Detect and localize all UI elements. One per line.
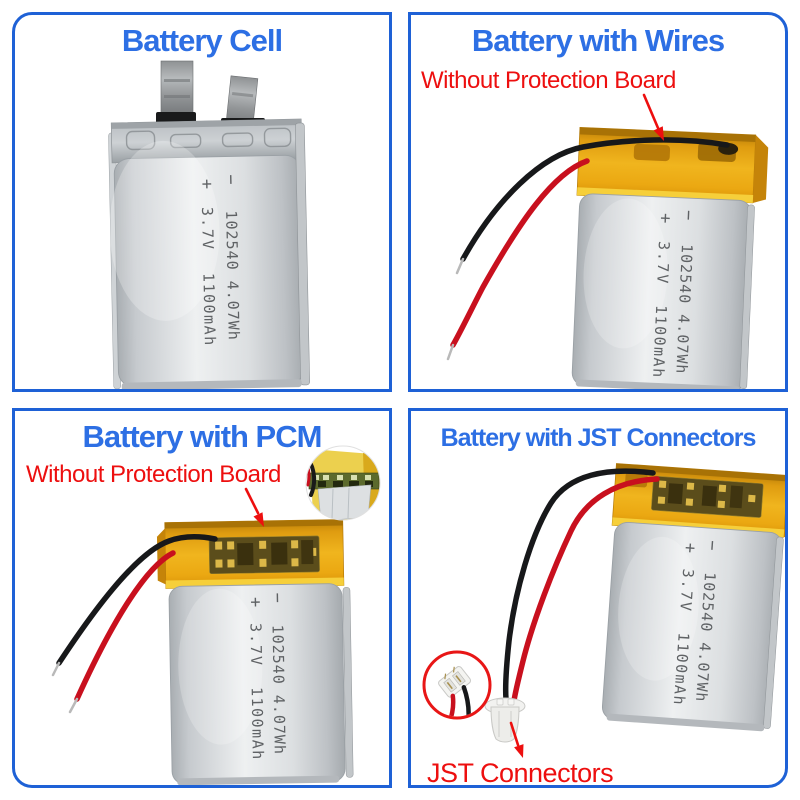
wire-red <box>74 550 176 702</box>
wire-red <box>511 476 660 704</box>
jst-connector <box>484 697 526 743</box>
inset-jst-closeup <box>422 650 492 720</box>
svg-text:+: + <box>245 597 265 608</box>
svg-text:102540 4.07Wh: 102540 4.07Wh <box>672 244 696 375</box>
svg-text:3.7V: 3.7V <box>198 207 217 251</box>
wire-black-tip <box>455 257 465 275</box>
panel-title: Battery with JST Connectors <box>440 424 757 452</box>
battery-cell-photo: − 102540 4.07Wh + 3.7V 1100mAh <box>108 60 310 389</box>
annotation-without-protection-board: Without Protection Board <box>26 461 281 488</box>
panel-title: Battery Cell <box>121 23 283 58</box>
svg-text:3.7V: 3.7V <box>676 568 697 613</box>
svg-text:+: + <box>196 179 216 190</box>
wire-black-tip <box>51 661 61 677</box>
panel-title: Battery with Wires <box>471 23 725 58</box>
battery-pouch: − 102540 4.07Wh + 3.7V 1100mAh <box>601 463 785 732</box>
battery-with-pcm-photo: − 102540 4.07Wh + 3.7V 1100mAh <box>51 445 381 785</box>
svg-text:+: + <box>655 213 675 224</box>
svg-text:1100mAh: 1100mAh <box>670 632 693 707</box>
battery-pouch: − 102540 4.07Wh + 3.7V 1100mAh <box>108 118 310 389</box>
lead-wires <box>502 468 660 704</box>
svg-text:1100mAh: 1100mAh <box>248 687 267 761</box>
svg-text:1100mAh: 1100mAh <box>199 273 219 347</box>
svg-text:3.7V: 3.7V <box>247 623 266 667</box>
panel-battery-with-wires: Battery with Wires Without Protection Bo… <box>408 12 788 392</box>
svg-text:102540 4.07Wh: 102540 4.07Wh <box>269 624 289 755</box>
lead-wires <box>446 137 730 361</box>
annotation-jst-connectors: JST Connectors <box>427 758 614 788</box>
battery-print: − 102540 4.07Wh + 3.7V 1100mAh <box>649 210 698 379</box>
svg-text:102540 4.07Wh: 102540 4.07Wh <box>222 210 243 341</box>
battery-crimp-seal <box>110 118 303 164</box>
kapton-tape <box>576 126 769 204</box>
wire-black <box>56 534 218 666</box>
battery-with-jst-photo: − 102540 4.07Wh + 3.7V 1100mAh <box>422 463 785 758</box>
battery-print: − 102540 4.07Wh + 3.7V 1100mAh <box>196 174 243 347</box>
wire-red-tip <box>68 697 79 714</box>
wire-black <box>460 137 730 262</box>
pcm-board <box>208 535 320 575</box>
battery-pouch: − 102540 4.07Wh + 3.7V 1100mAh <box>571 126 769 389</box>
svg-text:−: − <box>702 540 723 552</box>
svg-text:1100mAh: 1100mAh <box>649 305 670 379</box>
lead-wires <box>51 534 218 714</box>
panel-battery-cell: Battery Cell <box>12 12 392 392</box>
battery-pouch: − 102540 4.07Wh + 3.7V 1100mAh <box>156 519 354 785</box>
wire-red <box>450 158 590 348</box>
svg-text:+: + <box>679 542 700 554</box>
svg-text:3.7V: 3.7V <box>653 241 673 286</box>
svg-text:−: − <box>267 592 287 603</box>
panel-battery-with-pcm: Battery with PCM Without Protection Boar… <box>12 408 392 788</box>
panel-battery-with-jst-connectors: Battery with JST Connectors JST Connecto… <box>408 408 788 788</box>
inset-pcm-closeup <box>305 445 381 521</box>
wire-black <box>502 468 656 702</box>
panel-title: Battery with PCM <box>82 419 323 454</box>
annotation-without-protection-board: Without Protection Board <box>421 67 676 94</box>
battery-with-wires-photo: − 102540 4.07Wh + 3.7V 1100mAh <box>446 93 769 389</box>
battery-print: − 102540 4.07Wh + 3.7V 1100mAh <box>245 592 289 761</box>
pcm-board <box>651 475 764 518</box>
svg-text:−: − <box>678 210 698 221</box>
annotation-arrow <box>642 93 664 141</box>
svg-text:−: − <box>220 174 240 185</box>
wire-red-tip <box>446 343 455 361</box>
annotation-arrow <box>509 721 524 758</box>
annotation-arrow <box>244 487 264 527</box>
